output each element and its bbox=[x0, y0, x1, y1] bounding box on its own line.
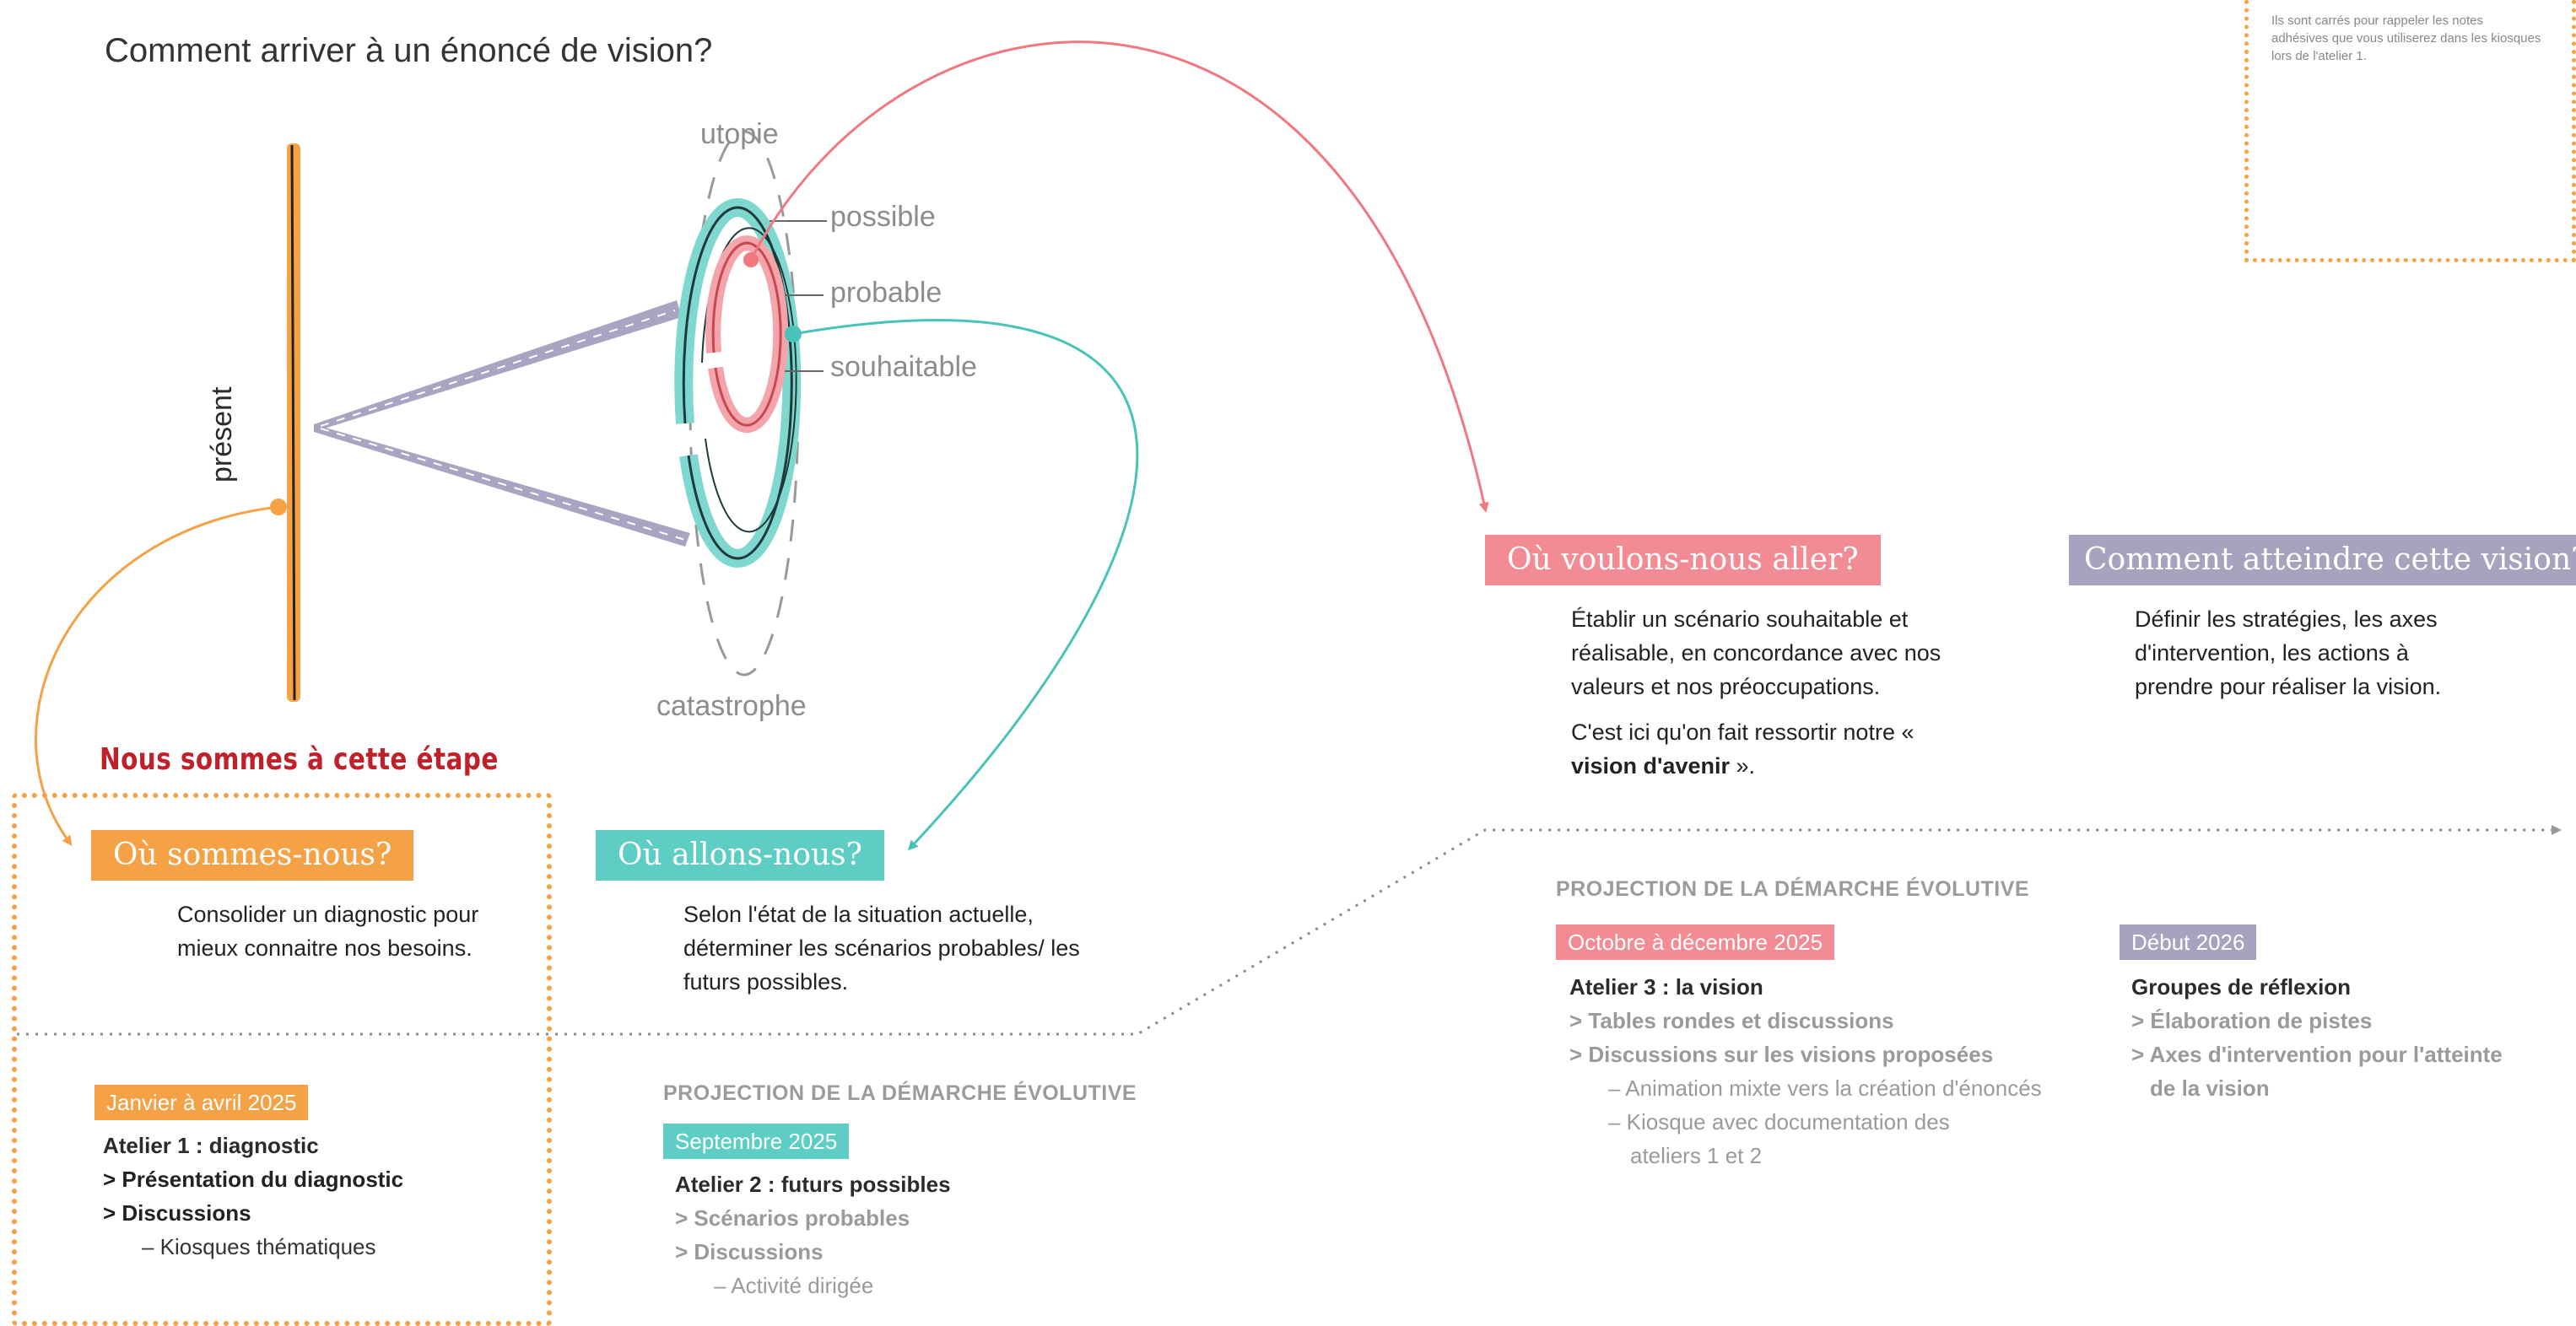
atelier2-title: Atelier 2 : futurs possibles bbox=[675, 1172, 951, 1197]
label-present: présent bbox=[206, 386, 238, 482]
label-possible: possible bbox=[830, 201, 936, 233]
label-probable: probable bbox=[830, 277, 942, 309]
card-voulons-text: Établir un scénario souhaitable et réali… bbox=[1571, 602, 1976, 795]
card-voulons-text2: C'est ici qu'on fait ressortir notre « v… bbox=[1571, 720, 1914, 779]
atelier3-subitem: ateliers 1 et 2 bbox=[1630, 1143, 1763, 1168]
dot-possible bbox=[785, 326, 802, 342]
page-title: Comment arriver à un énoncé de vision? bbox=[105, 32, 713, 69]
atelier4-item: > Élaboration de pistes bbox=[2131, 1008, 2373, 1033]
card-allons-text: Selon l'état de la situation actuelle, d… bbox=[683, 902, 1080, 994]
vision-avenir-emphasis: vision d'avenir bbox=[1571, 753, 1730, 779]
note-text: Ils sont carrés pour rappeler les notes … bbox=[2271, 13, 2541, 63]
atelier2-item: > Discussions bbox=[675, 1239, 824, 1264]
atelier1-list: Atelier 1 : diagnostic > Présentation du… bbox=[103, 1129, 403, 1264]
card-atteindre-text: Définir les stratégies, les axes d'inter… bbox=[2135, 606, 2442, 699]
projection-heading-right: PROJECTION DE LA DÉMARCHE ÉVOLUTIVE bbox=[1556, 877, 2030, 901]
atelier3-list: Atelier 3 : la vision > Tables rondes et… bbox=[1569, 970, 2042, 1172]
dot-probable bbox=[743, 252, 759, 267]
atelier1-item: > Présentation du diagnostic bbox=[103, 1167, 404, 1192]
dot-present bbox=[270, 499, 287, 515]
card-sommes-text: Consolider un diagnostic pour mieux conn… bbox=[177, 902, 479, 961]
label-catastrophe: catastrophe bbox=[656, 690, 807, 722]
card-sommes-title: Où sommes-nous? bbox=[91, 830, 414, 881]
atelier4-title: Groupes de réflexion bbox=[2131, 974, 2352, 1000]
futures-cone bbox=[314, 300, 690, 547]
current-stage-label: Nous sommes à cette étape bbox=[100, 742, 499, 777]
card-allons-title: Où allons-nous? bbox=[596, 830, 884, 881]
atelier4-item: > Axes d'intervention pour l'atteinte bbox=[2131, 1042, 2503, 1067]
atelier1-item: > Discussions bbox=[103, 1200, 251, 1226]
projection-heading-left: PROJECTION DE LA DÉMARCHE ÉVOLUTIVE bbox=[663, 1081, 1137, 1105]
atelier1-title: Atelier 1 : diagnostic bbox=[103, 1133, 319, 1158]
atelier3-date: Octobre à décembre 2025 bbox=[1556, 924, 1835, 960]
atelier2-item: > Scénarios probables bbox=[675, 1205, 910, 1231]
atelier4-date: Début 2026 bbox=[2120, 924, 2257, 960]
arrow-to-sommes bbox=[35, 505, 279, 846]
arrow-to-voulons bbox=[749, 40, 1489, 513]
label-souhaitable: souhaitable bbox=[830, 351, 977, 383]
atelier4-item: de la vision bbox=[2150, 1075, 2270, 1101]
card-atteindre-title: Comment atteindre cette vision? bbox=[2069, 535, 2576, 585]
atelier3-subitem: – Animation mixte vers la création d'éno… bbox=[1608, 1075, 2042, 1101]
atelier1-subitem: – Kiosques thématiques bbox=[142, 1234, 376, 1259]
card-voulons-text1: Établir un scénario souhaitable et réali… bbox=[1571, 606, 1941, 699]
atelier2-date: Septembre 2025 bbox=[663, 1124, 850, 1159]
label-utopie: utopie bbox=[700, 118, 779, 150]
arrow-to-allons bbox=[792, 319, 1139, 851]
label-leaders bbox=[770, 220, 827, 372]
atelier3-title: Atelier 3 : la vision bbox=[1569, 974, 1763, 1000]
card-voulons-title: Où voulons-nous aller? bbox=[1485, 535, 1881, 585]
note-frame bbox=[2244, 0, 2576, 262]
atelier3-item: > Tables rondes et discussions bbox=[1569, 1008, 1894, 1033]
atelier3-subitem: – Kiosque avec documentation des bbox=[1608, 1109, 1950, 1135]
atelier4-list: Groupes de réflexion > Élaboration de pi… bbox=[2131, 970, 2503, 1105]
probable-ring bbox=[705, 235, 789, 434]
atelier3-item: > Discussions sur les visions proposées bbox=[1569, 1042, 1994, 1067]
present-line bbox=[287, 143, 300, 702]
atelier1-date: Janvier à avril 2025 bbox=[95, 1085, 309, 1120]
atelier2-subitem: – Activité dirigée bbox=[714, 1273, 874, 1298]
atelier2-list: Atelier 2 : futurs possibles > Scénarios… bbox=[675, 1167, 951, 1302]
